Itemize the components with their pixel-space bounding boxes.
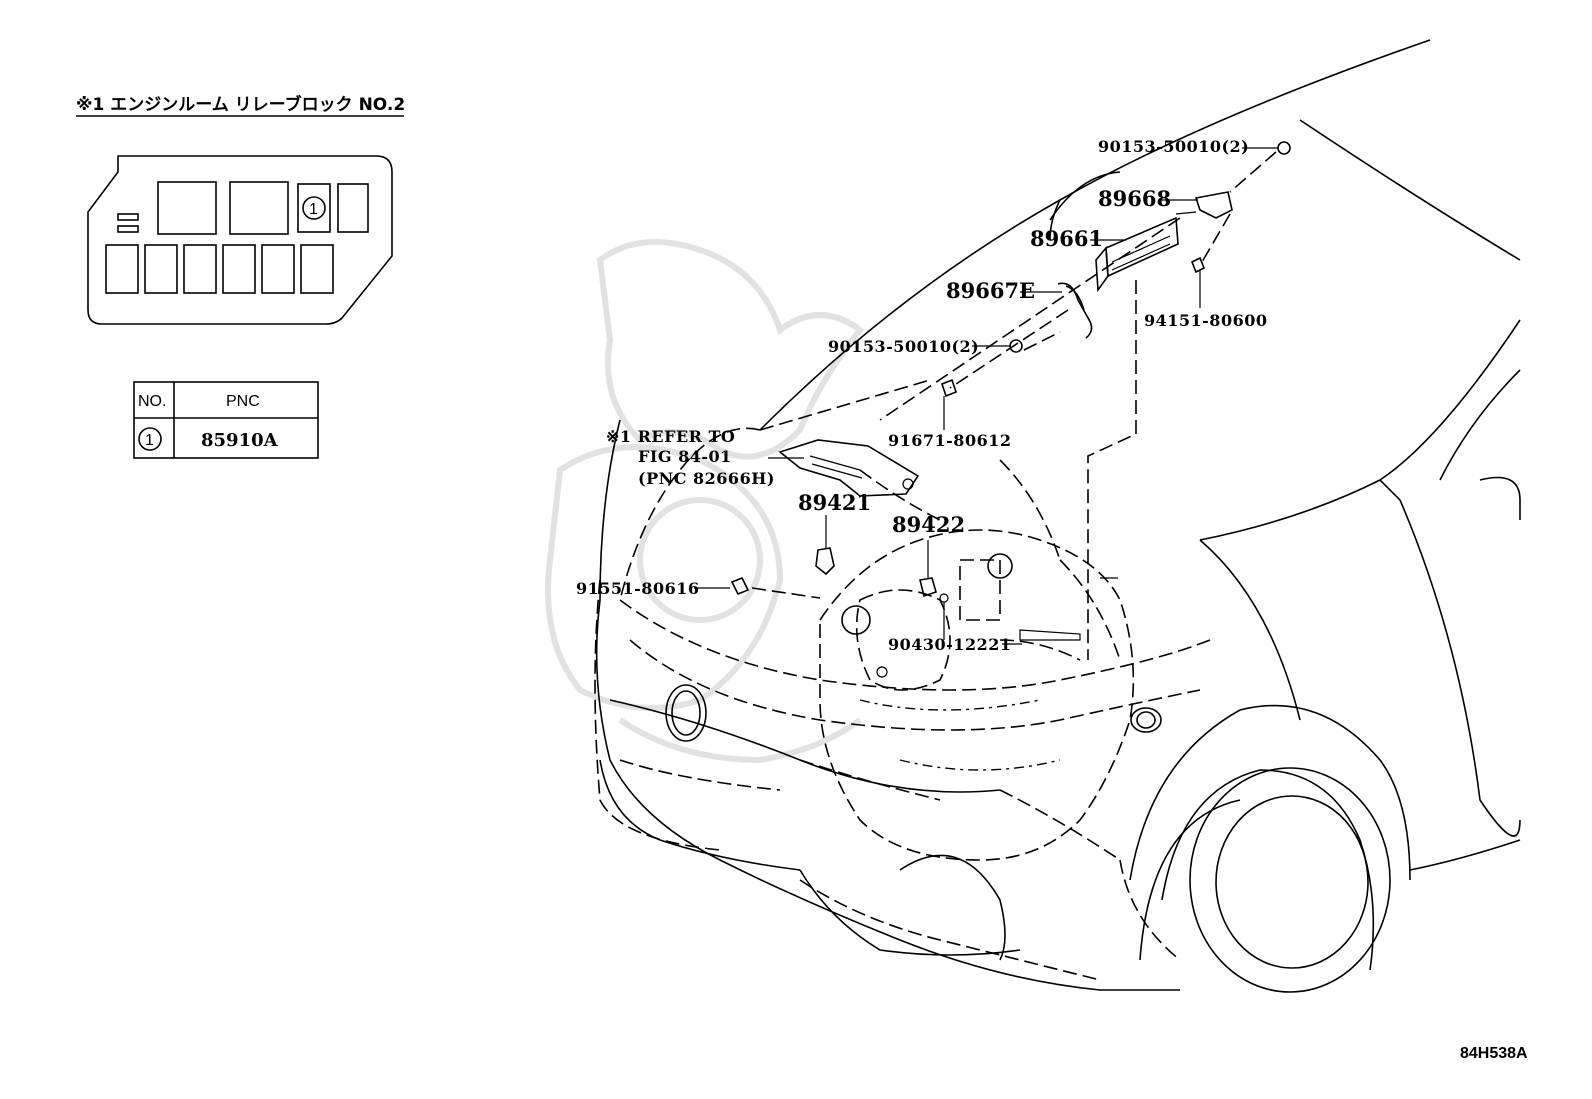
callout-89667e: 89667E <box>946 278 1035 303</box>
relay-block-82666h <box>778 439 920 497</box>
callout-90153-50010-lower: 90153-50010(2) <box>828 337 979 356</box>
nut-94151 <box>1190 256 1206 274</box>
gasket-90430 <box>939 593 949 603</box>
svg-text:1: 1 <box>309 201 318 218</box>
figure-code: 84H538A <box>1460 1045 1528 1062</box>
bolt-90153-upper <box>1277 141 1291 155</box>
callout-refer-line3: (PNC 82666H) <box>638 469 775 488</box>
callout-90430-12221: 90430-12221 <box>888 635 1011 654</box>
callout-89668: 89668 <box>1098 186 1171 211</box>
table-row-no: 1 <box>145 432 154 449</box>
engine-room-parts <box>730 439 949 640</box>
relay-slot-1 <box>297 183 331 233</box>
watermark <box>545 239 865 764</box>
table-header-pnc: PNC <box>226 393 260 410</box>
pnc-table: NO. PNC 1 85910A <box>133 381 319 459</box>
callout-90153-50010-upper: 90153-50010(2) <box>1098 137 1249 156</box>
bolt-90153-lower <box>1009 339 1023 353</box>
table-header-no: NO. <box>138 393 166 410</box>
relay-block-title: ※1 エンジンルーム リレーブロック NO.2 <box>76 94 405 115</box>
bolt-91671 <box>941 378 957 398</box>
bolt-91551 <box>730 576 750 596</box>
callouts: 90153-50010(2) 89668 89661 89667E 94151-… <box>576 137 1267 654</box>
relay-block-inset: ※1 エンジンルーム リレーブロック NO.2 1 <box>76 94 405 325</box>
sensor-89421 <box>815 547 835 576</box>
relay-block-outline <box>87 155 393 325</box>
leader-lines <box>694 147 1278 645</box>
ecu-assembly <box>759 141 1291 660</box>
vehicle-body <box>594 39 1521 993</box>
callout-89661: 89661 <box>1030 226 1103 251</box>
callout-89422: 89422 <box>892 512 965 537</box>
sensor-89422 <box>919 577 937 598</box>
callout-91671-80612: 91671-80612 <box>888 431 1011 450</box>
bracket-89668 <box>1194 191 1233 219</box>
table-row-pnc: 85910A <box>201 430 279 451</box>
callout-94151-80600: 94151-80600 <box>1144 311 1267 330</box>
callout-refer-line1: ※1 REFER TO <box>606 427 735 446</box>
callout-89421: 89421 <box>798 490 871 515</box>
callout-refer-line2: FIG 84-01 <box>638 447 732 466</box>
callout-91551-80616: 91551-80616 <box>576 579 699 598</box>
